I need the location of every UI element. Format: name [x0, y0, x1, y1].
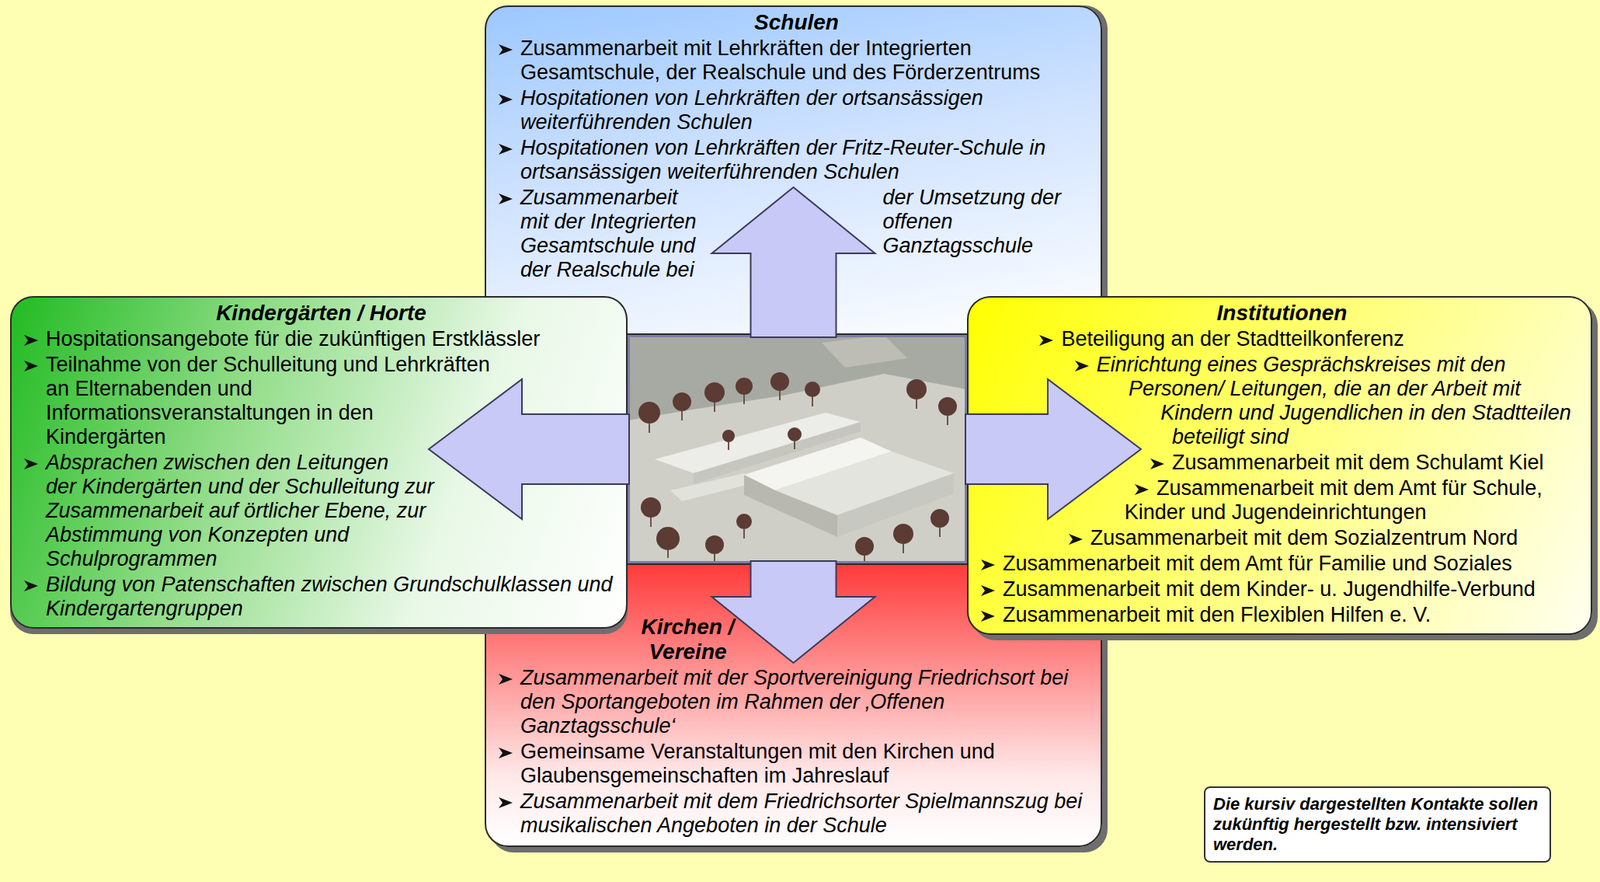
item-text: Hospitationen von Lehrkräften der ortsan…: [520, 86, 984, 134]
bullet-item: Zusammenarbeit mit dem Schulamt Kiel: [980, 450, 1583, 475]
bullet-arrow-shape: [498, 93, 513, 105]
bullet-item: Zusammenarbeit mit den Flexiblen Hilfen …: [980, 602, 1583, 627]
bullet-item: Gemeinsame Veranstaltungen mit den Kirch…: [498, 739, 1095, 788]
bullet-arrow-shape: [498, 796, 513, 808]
bullet-arrow-shape: [1150, 458, 1165, 470]
flow-arrow-shape: [712, 560, 876, 663]
hall-side: [744, 474, 838, 537]
item-text: Zusammenarbeit mit dem Amt für Familie u…: [1002, 551, 1513, 575]
bullet-arrow: [980, 584, 995, 597]
flow-arrow-shape: [428, 379, 630, 519]
bullet-item: Zusammenarbeit mit der Sportvereinigung …: [498, 665, 1095, 738]
bullet-arrow-shape: [24, 334, 39, 346]
item-text: Hospitationen von Lehrkräften der Fritz-…: [520, 135, 1046, 184]
bullet-arrow-shape: [498, 143, 513, 155]
bullet-arrow-shape: [1039, 334, 1054, 346]
item-text: Einrichtung eines Gesprächskreises mit d…: [1096, 352, 1572, 449]
bullet-arrow: [498, 672, 513, 686]
bullet-arrow-shape: [498, 193, 513, 205]
item-text: Beteiligung an der Stadtteilkonferenz: [1060, 326, 1404, 351]
bullet-arrow-shape: [498, 747, 513, 759]
bullet-item: Hospitationen von Lehrkräften der Fritz-…: [498, 135, 1095, 185]
photo-ground: [627, 334, 967, 564]
box-heading: Kindergärten / Horte: [24, 300, 619, 326]
bullet-arrow-shape: [24, 458, 39, 470]
bullet-arrow-shape: [498, 673, 513, 685]
bullet-arrow-shape: [498, 44, 513, 56]
bullet-item: Zusammenarbeit mit dem Friedrichsorter S…: [498, 789, 1095, 838]
bullet-arrow: [1068, 532, 1083, 546]
item-text: Zusammenarbeit mit dem Sozialzentrum Nor…: [1090, 525, 1519, 550]
bullet-arrow-shape: [24, 360, 39, 372]
bullet-arrow: [1074, 359, 1089, 373]
box-heading: Institutionen: [980, 300, 1583, 326]
item-text: Gemeinsame Veranstaltungen mit den Kirch…: [520, 739, 995, 787]
info-box: Die kursiv dargestellten Kontakte sollen…: [1203, 786, 1552, 863]
bullet-arrow: [24, 457, 39, 470]
bullet-arrow: [498, 93, 513, 106]
bullet-arrow: [24, 359, 39, 373]
bullet-arrow: [498, 142, 513, 156]
item-text: Bildung von Patenschaften zwischen Grund…: [45, 572, 613, 620]
bullet-item: Beteiligung an der Stadtteilkonferenz: [980, 326, 1583, 352]
bullet-item: Hospitationsangebote für die zukünftigen…: [24, 326, 619, 352]
item-text: Zusammenarbeit mit der Integrierten Gesa…: [520, 185, 1061, 282]
item-text: Teilnahme von der Schulleitung und Lehrk…: [45, 352, 491, 449]
bullet-arrow-shape: [1068, 533, 1083, 545]
bullet-arrow: [498, 192, 513, 206]
info-box: InstitutionenBeteiligung an der Stadttei…: [966, 295, 1593, 635]
item-text: Zusammenarbeit mit dem Amt für Schule, K…: [1124, 476, 1543, 524]
bullet-arrow: [1039, 333, 1054, 347]
model-block: [821, 334, 908, 368]
bullet-arrow-shape: [980, 610, 995, 622]
item-text: Zusammenarbeit mit dem Friedrichsorter S…: [520, 789, 1082, 837]
note-text: Die kursiv dargestellten Kontakte sollen…: [1213, 793, 1542, 855]
bullet-item: Zusammenarbeit mit dem Amt für Familie u…: [980, 551, 1583, 576]
bullet-arrow: [498, 796, 513, 809]
bullet-arrow-shape: [1074, 360, 1089, 372]
info-box: SchulenZusammenarbeit mit Lehrkräften de…: [484, 5, 1103, 335]
bullet-item: Zusammenarbeit mit der Integrierten Gesa…: [498, 185, 1067, 282]
building-small: [670, 473, 756, 501]
tree-canopies: [638, 372, 957, 556]
item-text: Zusammenarbeit mit dem Schulamt Kiel: [1172, 450, 1545, 474]
bullet-arrow: [1150, 457, 1165, 470]
bullet-item: Zusammenarbeit mit Lehrkräften der Integ…: [498, 36, 1095, 85]
box-heading: Kirchen / Vereine: [637, 614, 957, 665]
item-text: Zusammenarbeit mit dem Kinder- u. Jugend…: [1002, 577, 1536, 601]
bullet-arrow-shape: [1134, 483, 1149, 495]
bullet-arrow: [498, 43, 513, 56]
bullet-item: Zusammenarbeit mit dem Kinder- u. Jugend…: [980, 577, 1583, 602]
bullet-arrow: [980, 558, 995, 571]
bullet-item: Teilnahme von der Schulleitung und Lehrk…: [24, 352, 619, 449]
bullet-arrow: [24, 333, 39, 347]
bullet-item: Absprachen zwischen den Leitungen der Ki…: [24, 450, 619, 571]
photo-frame: [629, 336, 967, 563]
bullet-arrow-shape: [24, 580, 39, 592]
bullet-item: Bildung von Patenschaften zwischen Grund…: [24, 572, 619, 621]
bullet-arrow: [498, 746, 513, 759]
flow-arrow-shape: [712, 187, 876, 338]
bullet-item: Einrichtung eines Gesprächskreises mit d…: [980, 352, 1583, 449]
bullet-arrow: [24, 579, 39, 592]
school-model-photo: [627, 334, 967, 564]
bullet-item: Zusammenarbeit mit dem Amt für Schule, K…: [980, 476, 1583, 525]
item-text: Absprachen zwischen den Leitungen der Ki…: [45, 450, 435, 571]
bullet-item: Hospitationen von Lehrkräften der ortsan…: [498, 86, 1095, 135]
bullet-item: Zusammenarbeit mit dem Sozialzentrum Nor…: [980, 525, 1583, 550]
bullet-arrow-shape: [980, 559, 995, 571]
info-box: Kindergärten / HorteHospitationsangebote…: [10, 295, 628, 629]
item-text: Zusammenarbeit mit der Sportvereinigung …: [520, 665, 1068, 738]
item-text: Zusammenarbeit mit Lehrkräften der Integ…: [520, 36, 1040, 84]
item-text: Hospitationsangebote für die zukünftigen…: [45, 326, 540, 351]
box-heading: Schulen: [498, 10, 1095, 35]
item-text: Zusammenarbeit mit den Flexiblen Hilfen …: [1002, 602, 1431, 627]
bullet-arrow: [1134, 483, 1149, 496]
bullet-arrow: [980, 609, 995, 623]
flow-arrow-shape: [965, 379, 1141, 519]
bullet-arrow-shape: [980, 584, 995, 596]
